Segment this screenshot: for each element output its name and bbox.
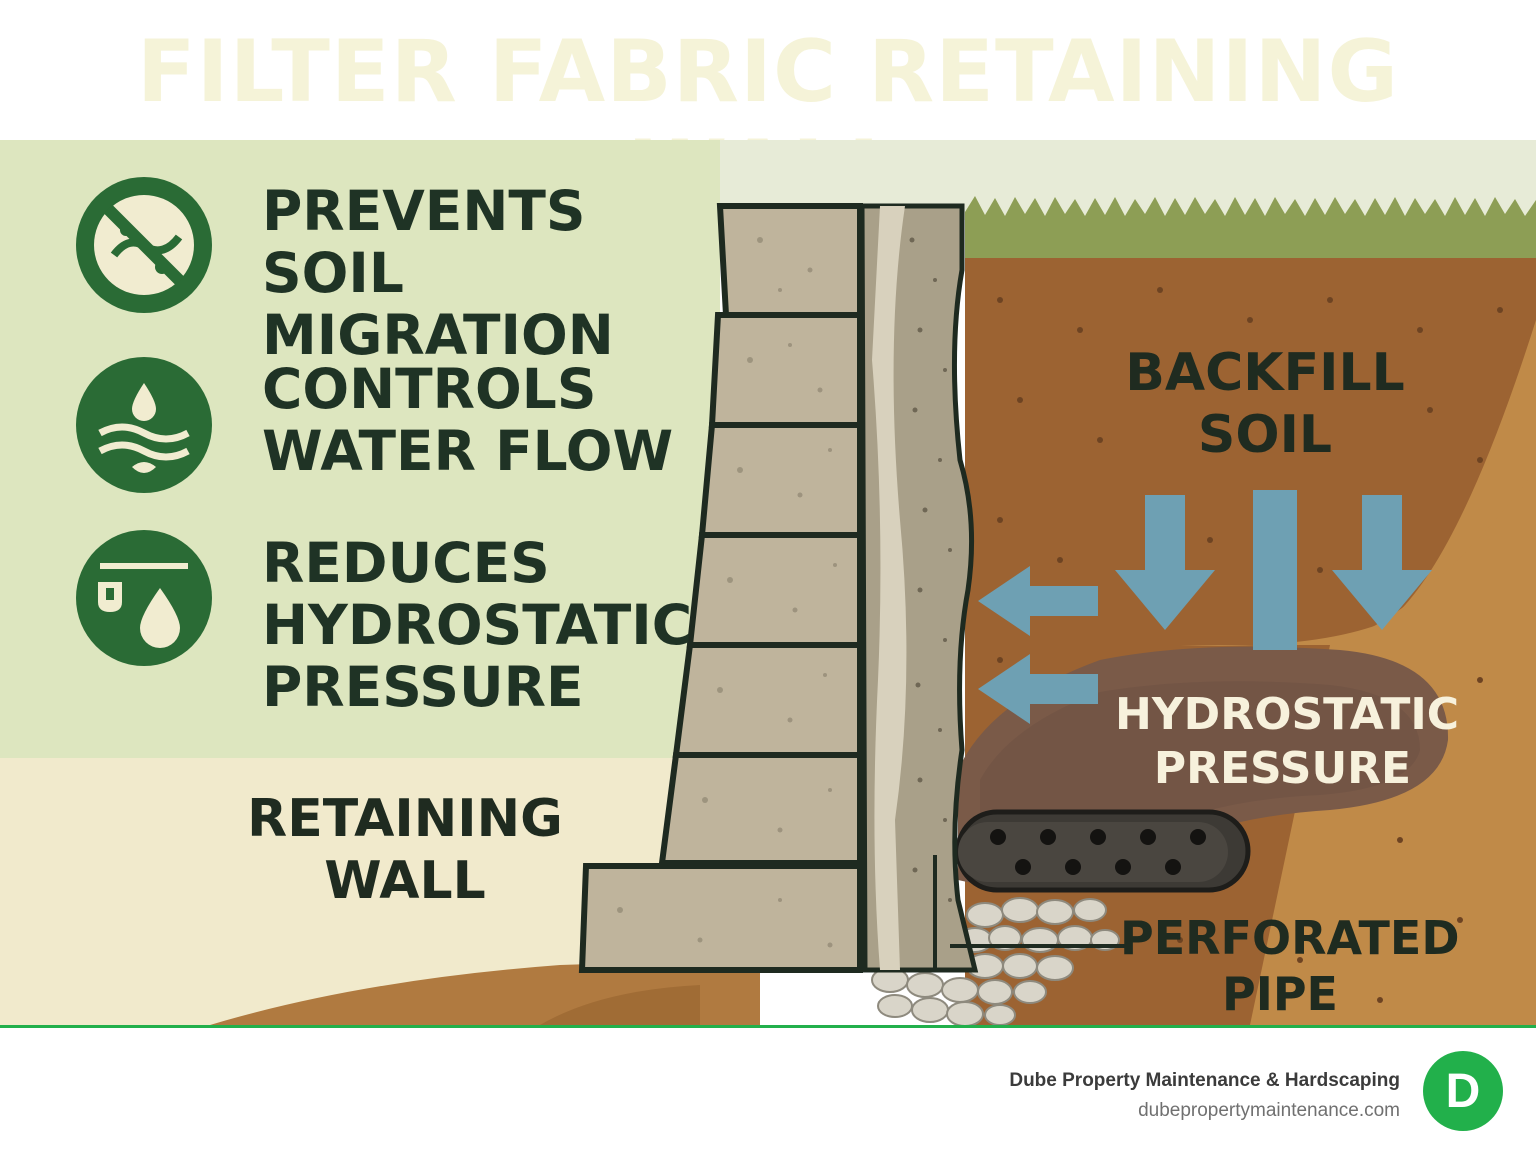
- down-arrow-right: [1332, 495, 1432, 630]
- retaining-wall-label: RETAINING WALL: [247, 789, 563, 911]
- drainage-gravel: [871, 897, 1120, 1025]
- down-arrow-left: [1115, 495, 1215, 630]
- left-arrow-upper: [978, 566, 1098, 636]
- no-soil-icon: [74, 175, 214, 315]
- block-texture: [617, 237, 837, 948]
- company-url: dubepropertymaintenance.com: [1138, 1100, 1400, 1121]
- filter-fabric: [872, 206, 907, 970]
- feature-reduces-hydrostatic-pressure: REDUCES HYDROSTATIC PRESSURE: [262, 531, 693, 719]
- company-name: Dube Property Maintenance & Hardscaping: [1009, 1070, 1400, 1091]
- native-soil-slope: [1180, 320, 1536, 646]
- grass: [965, 196, 1536, 270]
- logo-letter: D: [1446, 1065, 1481, 1118]
- soil-texture: [997, 287, 1503, 1003]
- cross-section-illustration: [0, 140, 1536, 1025]
- feature-prevents-soil-migration: PREVENTS SOIL MIGRATION: [262, 179, 614, 367]
- perforated-pipe-label: PERFORATED PIPE: [1120, 911, 1460, 1021]
- gravel-texture: [909, 237, 952, 902]
- water-flow-icon: [74, 355, 214, 495]
- pressure-arrows: [978, 490, 1432, 724]
- perforated-pipe: [955, 809, 1251, 893]
- feature-controls-water-flow: CONTROLS WATER FLOW: [262, 357, 674, 483]
- diagram: PREVENTS SOIL MIGRATION CONTROLS WATER F…: [0, 140, 1536, 1025]
- vertical-bar-center: [1253, 490, 1297, 650]
- retaining-wall-blocks: [578, 203, 863, 973]
- backfill-soil-label: BACKFILL SOIL: [1125, 343, 1405, 465]
- left-arrow-lower: [978, 654, 1098, 724]
- water-drop-pressure-icon: [74, 528, 214, 668]
- hydrostatic-pressure-label: HYDROSTATIC PRESSURE: [1115, 689, 1460, 794]
- company-logo-icon: D: [1422, 1050, 1504, 1132]
- header: FILTER FABRIC RETAINING WALL: [0, 0, 1536, 222]
- ground-shadow: [540, 985, 700, 1025]
- footer: Dube Property Maintenance & Hardscaping …: [0, 1025, 1536, 1154]
